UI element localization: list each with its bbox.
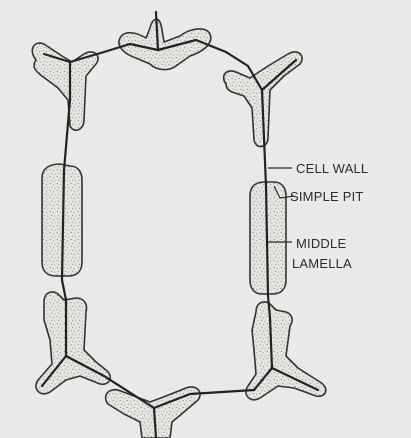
labels: CELL WALL SIMPLE PIT MIDDLE LAMELLA xyxy=(290,161,368,271)
label-middle-lamella-line1: MIDDLE xyxy=(296,236,346,251)
cell-wall-regions xyxy=(32,19,325,438)
label-middle-lamella-line2: LAMELLA xyxy=(292,256,352,271)
label-cell-wall: CELL WALL xyxy=(296,161,368,176)
label-simple-pit: SIMPLE PIT xyxy=(290,189,364,204)
